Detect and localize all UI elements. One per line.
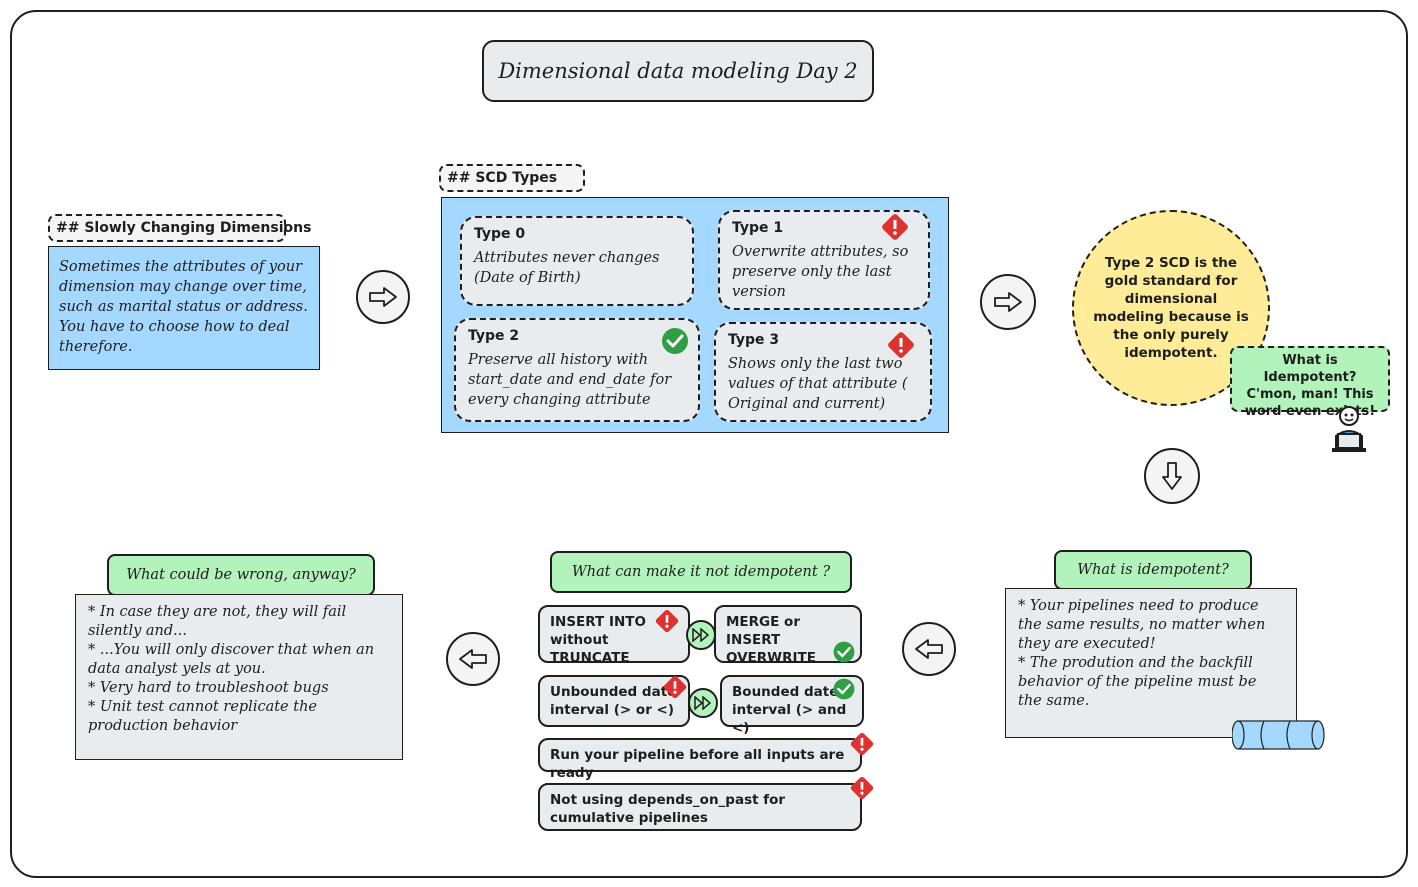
bad-practice-pill: Run your pipeline before all inputs are … [538, 738, 862, 781]
bad-practice-pill: Not using depends_on_past for cumulative… [538, 783, 862, 831]
not-idempotent-label: What can make it not idempotent ? [550, 551, 852, 593]
type-description: Preserve all history with start_date and… [468, 352, 672, 408]
person-laptop-icon [1332, 406, 1366, 452]
idempotent-label: What is idempotent? [1054, 550, 1252, 590]
fast-forward-icon [686, 620, 716, 650]
page-title: Dimensional data modeling Day 2 [482, 40, 874, 102]
type-description: Attributes never changes (Date of Birth) [474, 250, 660, 286]
arrow-down-icon [1144, 448, 1200, 504]
bad-practice-pill: INSERT INTO without TRUNCATE [538, 605, 690, 666]
wrong-line: * ...You will only discover that when an… [88, 642, 375, 677]
type-3-card: Type 3 Shows only the last two values of… [714, 322, 932, 422]
warning-icon [655, 609, 679, 633]
type-title: Type 0 [474, 226, 526, 242]
canvas-frame [10, 10, 1408, 878]
wrong-line: * In case they are not, they will fail s… [88, 604, 347, 639]
type-2-card: Type 2 Preserve all history with start_d… [454, 318, 700, 422]
wrong-line: * Unit test cannot replicate the product… [88, 699, 317, 734]
wrong-line: * Very hard to troubleshoot bugs [88, 680, 329, 696]
type-description: Overwrite attributes, so preserve only t… [732, 244, 909, 300]
database-icon [1232, 720, 1325, 750]
warning-icon [888, 332, 914, 358]
type-1-card: Type 1 Overwrite attributes, so preserve… [718, 210, 930, 310]
wrong-label: What could be wrong, anyway? [107, 554, 375, 596]
check-icon [833, 678, 855, 700]
arrow-left-icon [902, 622, 956, 676]
type-title: Type 3 [728, 332, 780, 348]
speech-note: What is Idempotent? C'mon, man! This wor… [1230, 346, 1390, 419]
type-0-card: Type 0 Attributes never changes (Date of… [460, 216, 694, 306]
idempotent-line: * The prodution and the backfill behavio… [1018, 655, 1257, 709]
check-icon [833, 641, 855, 663]
type-title: Type 2 [468, 328, 520, 344]
idempotent-line: * Your pipelines need to produce the sam… [1018, 598, 1266, 652]
warning-icon [850, 776, 874, 800]
arrow-right-icon [356, 270, 410, 324]
wrong-description: * In case they are not, they will fail s… [75, 594, 403, 760]
type-title: Type 1 [732, 220, 784, 236]
arrow-right-icon [980, 274, 1036, 330]
warning-icon [850, 732, 874, 756]
types-header: ## SCD Types [439, 164, 585, 192]
fast-forward-icon [688, 688, 718, 718]
type-description: Shows only the last two values of that a… [728, 356, 908, 412]
scd-header: ## Slowly Changing Dimensions [48, 214, 311, 242]
check-icon [662, 328, 688, 354]
warning-icon [882, 214, 908, 240]
warning-icon [663, 675, 687, 699]
arrow-left-icon [446, 632, 500, 686]
bad-practice-pill: Unbounded date interval (> or <) [538, 675, 690, 727]
scd-description: Sometimes the attributes of your dimensi… [48, 246, 320, 370]
idempotent-description: * Your pipelines need to produce the sam… [1005, 588, 1297, 738]
